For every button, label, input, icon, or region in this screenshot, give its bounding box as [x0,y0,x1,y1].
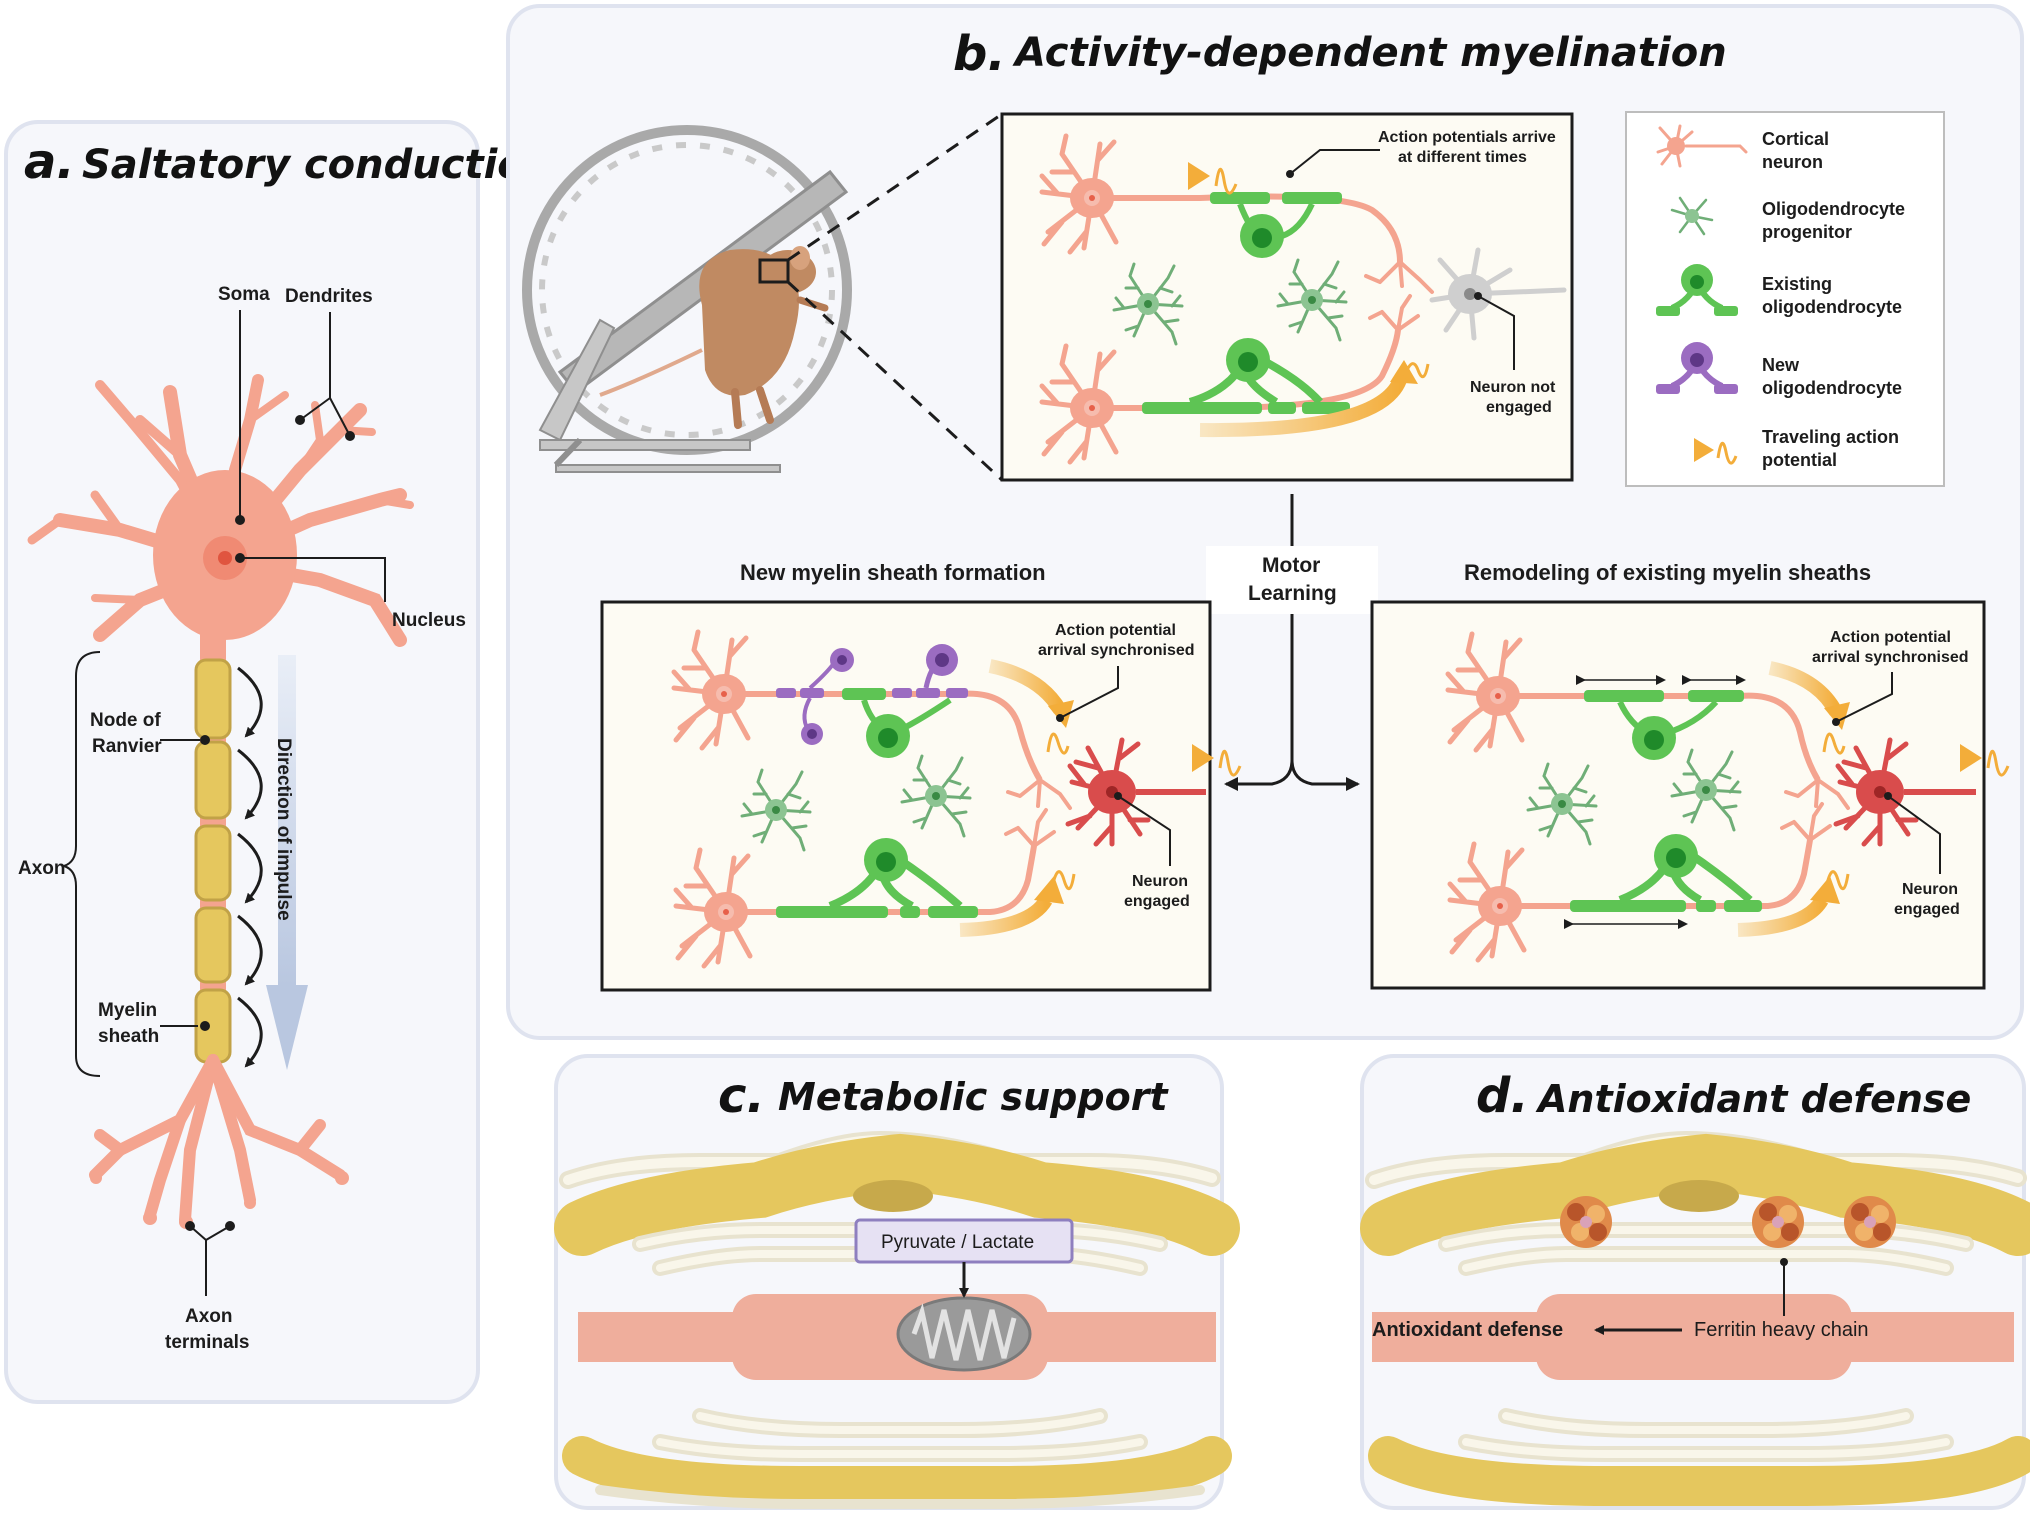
panel-b-title: Activity-dependent myelination [1012,30,1727,76]
nucleolus [218,551,232,565]
label-motor: Motor [1262,554,1320,577]
zoom-box [758,258,790,284]
legend-existing-oligo-icon [1656,264,1738,316]
mitochondrion [896,1296,1032,1372]
legend-item-2-l2: oligodendrocyte [1762,297,1902,317]
legend-ap-arrow-icon [1662,438,1738,465]
panel-b-letter: b. [953,26,1006,82]
myelin-layers-d [1360,1130,2030,1506]
new-sheath-title: New myelin sheath formation [740,560,1046,585]
direction-arrow [266,655,308,1070]
ferritin-label: Ferritin heavy chain [1694,1319,1869,1341]
axon-node-d [1536,1294,1852,1380]
remodel-title: Remodeling of existing myelin sheaths [1464,560,1871,585]
label-learning: Learning [1248,582,1337,605]
label-node-l2: Ranvier [92,736,162,757]
legend-cortical-neuron-icon [1656,124,1748,168]
panel-a: a. Saltatory conduction [4,120,553,1404]
legend-item-0-l2: neuron [1762,152,1823,172]
panel-d-letter: d. [1476,1068,1529,1124]
remodel-engaged-l2: engaged [1894,901,1960,918]
label-myelin-l1: Myelin [98,1000,157,1021]
panel-d: d. Antioxidant defense [1360,1054,2030,1510]
panel-c-title: Metabolic support [778,1075,1169,1119]
legend-item-3-l2: oligodendrocyte [1762,378,1902,398]
label-soma: Soma [218,284,270,305]
pyruvate-lactate-label: Pyruvate / Lactate [881,1232,1034,1253]
legend-item-3-l1: New [1762,355,1800,375]
remodel-sync-l1: Action potential [1830,629,1951,646]
legend-new-oligo-icon [1656,342,1738,394]
panel-a-letter: a. [24,134,75,190]
ferritin-leader-dot [1780,1258,1788,1266]
myelin-layers-c [554,1130,1240,1509]
panel-a-leader-lines [60,310,386,1296]
label-direction: Direction of impulse [273,738,294,921]
ferritin-icons [1560,1196,1896,1248]
legend-opc-icon [1670,196,1714,236]
neuron-not-engaged [1429,247,1567,341]
zoom-lines [786,112,1004,482]
antioxidant-label: Antioxidant defense [1372,1319,1563,1341]
terminal-bulb [90,1172,102,1184]
new-sheath-box: New myelin sheath formation [600,560,1240,992]
label-ap-arrive-l2: at different times [1398,149,1527,166]
legend-item-1-l1: Oligodendrocyte [1762,199,1905,219]
label-node-l1: Node of [90,710,161,731]
legend-item-0-l1: Cortical [1762,129,1829,149]
label-terminals-l1: Axon [185,1306,233,1327]
legend: Cortical neuron Oligodendrocyte progenit… [1625,111,1945,487]
oligo-nucleus-d [1659,1180,1739,1212]
label-not-engaged-l1: Neuron not [1470,379,1556,396]
legend-item-2-l1: Existing [1762,274,1832,294]
panel-b: b. Activity-dependent myelination [506,4,2024,1040]
remodel-box: Remodeling of existing myelin sheaths [1370,560,2008,990]
terminal-bulb [143,1211,157,1225]
myelin-segments [194,658,232,1064]
new-sheath-engaged-l1: Neuron [1132,873,1188,890]
label-nucleus: Nucleus [392,610,466,631]
label-myelin-l2: sheath [98,1026,159,1047]
panel-d-title: Antioxidant defense [1535,1077,1971,1121]
oligo-nucleus [853,1180,933,1212]
terminal-bulb [335,1171,349,1185]
label-not-engaged-l2: engaged [1486,399,1552,416]
remodel-engaged-l1: Neuron [1902,881,1958,898]
top-detail-box: Action potentials arrive at different ti… [1000,112,1574,482]
legend-item-1-l2: progenitor [1762,222,1852,242]
new-sheath-sync-l2: arrival synchronised [1038,642,1195,659]
label-ap-arrive-l1: Action potentials arrive [1378,129,1556,146]
panel-a-title: Saltatory conduction [82,142,553,188]
panel-c: c. Metabolic support Pyruvate / Lactate [554,1054,1240,1510]
motor-learning-connector: Motor Learning [1206,494,1378,791]
remodel-sync-l2: arrival synchronised [1812,649,1969,666]
new-sheath-engaged-l2: engaged [1124,893,1190,910]
panel-c-letter: c. [718,1068,765,1124]
label-axon: Axon [18,858,66,879]
new-sheath-sync-l1: Action potential [1055,622,1176,639]
legend-item-4-l2: potential [1762,450,1837,470]
legend-item-4-l1: Traveling action [1762,427,1899,447]
label-dendrites: Dendrites [285,286,373,307]
axon-terminals [89,1054,346,1226]
terminal-bulb [244,1197,256,1209]
saltatory-jump-arrows [237,666,263,1068]
label-terminals-l2: terminals [165,1332,249,1353]
